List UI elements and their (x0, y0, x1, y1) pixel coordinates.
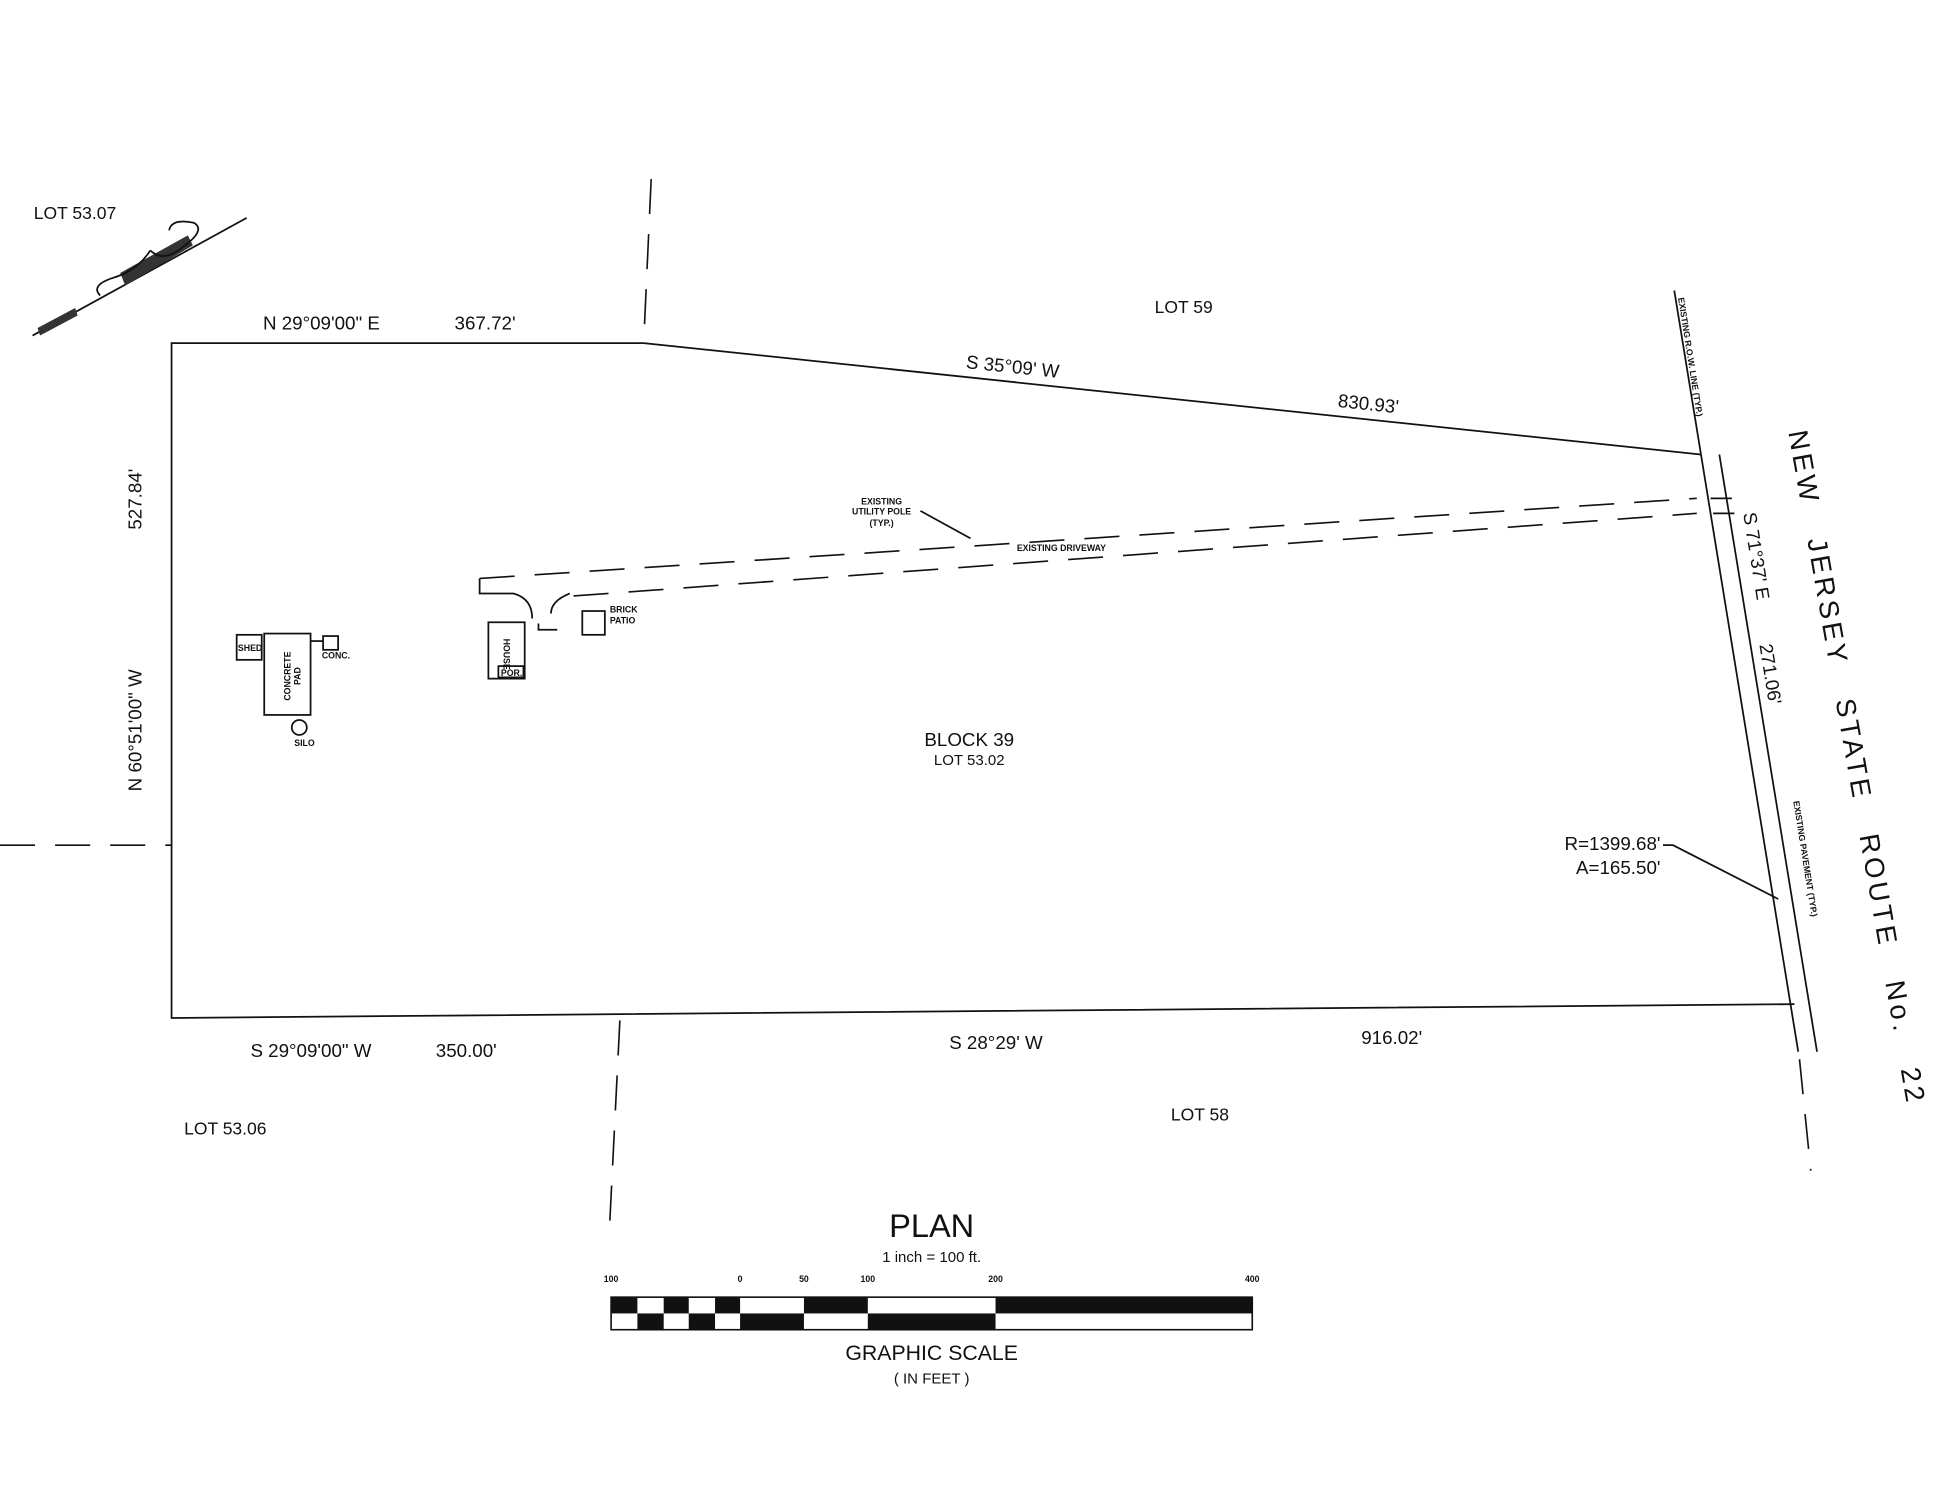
scale-tick-label: 50 (799, 1274, 809, 1284)
north-distance: 367.72' (455, 312, 516, 333)
row-line-label: EXISTING R.O.W. LINE (TYP.) (1676, 297, 1705, 418)
south-distance: 350.00' (436, 1040, 497, 1061)
lot-53-07-label: LOT 53.07 (34, 203, 116, 223)
driveway-edge-south (573, 512, 1697, 597)
curve-arc: A=165.50' (1576, 857, 1660, 878)
svg-text:POR.: POR. (501, 668, 522, 678)
ne-distance: 830.93' (1337, 390, 1400, 417)
road-name: NEW JERSEY STATE ROUTE No. 22 (1782, 428, 1932, 1108)
plan-title: PLAN (889, 1208, 974, 1244)
west-bearing: N 60°51'00" W (125, 669, 146, 791)
pavement-line (1718, 454, 1818, 1052)
se-distance: 916.02' (1361, 1027, 1422, 1048)
house (487, 621, 526, 680)
property-boundary (170, 342, 1795, 1019)
east-bearing: S 71°37' E (1739, 511, 1774, 601)
west-distance: 527.84' (125, 469, 146, 530)
lot-53-06-label: LOT 53.06 (184, 1118, 266, 1138)
scale-tick-label: 400 (1245, 1274, 1260, 1284)
scale-tick-label: 100 (604, 1274, 619, 1284)
scale-text: 1 inch = 100 ft. (882, 1249, 981, 1266)
lot-59-label: LOT 59 (1155, 297, 1213, 317)
south-bearing: S 29°09'00" W (250, 1040, 371, 1061)
svg-text:CONCRETE: CONCRETE (283, 651, 293, 700)
row-line (1673, 290, 1800, 1052)
svg-text:SHED: SHED (238, 643, 262, 653)
curve-radius: R=1399.68' (1565, 833, 1661, 854)
scale-units: ( IN FEET ) (894, 1371, 970, 1388)
pavement-label: EXISTING PAVEMENT (TYP.) (1791, 800, 1819, 917)
row-line-continuation (1798, 1059, 1812, 1171)
ne-bearing: S 35°09' W (965, 351, 1060, 382)
boundary-ne (643, 342, 1701, 456)
north-bearing: N 29°09'00" E (263, 312, 380, 333)
svg-text:BRICK: BRICK (610, 604, 638, 614)
utility-pole-label: EXISTING (861, 497, 902, 507)
lot-line-south (609, 1020, 621, 1221)
svg-text:UTILITY POLE: UTILITY POLE (852, 507, 911, 517)
lot-58-label: LOT 58 (1171, 1105, 1229, 1125)
lot-line-north (642, 179, 652, 344)
svg-text:PATIO: PATIO (610, 616, 636, 626)
svg-text:CONC.: CONC. (322, 651, 350, 661)
svg-text:HOUSE: HOUSE (501, 639, 511, 670)
shed (235, 633, 263, 661)
concrete-pad (263, 632, 312, 716)
scale-tick-label: 0 (738, 1274, 743, 1284)
north-arrow-icon (32, 217, 248, 337)
silo (290, 719, 308, 736)
porch (497, 665, 525, 679)
block-label: BLOCK 39 (924, 729, 1014, 750)
graphic-scale-bar (610, 1296, 1254, 1331)
svg-text:SILO: SILO (294, 738, 315, 748)
graphic-scale-title: GRAPHIC SCALE (845, 1341, 1018, 1365)
se-bearing: S 28°29' W (949, 1032, 1043, 1053)
driveway-label: EXISTING DRIVEWAY (1017, 543, 1106, 553)
svg-text:PAD: PAD (293, 667, 303, 685)
subject-lot-label: LOT 53.02 (934, 752, 1005, 769)
scale-tick-label: 200 (988, 1274, 1003, 1284)
scale-tick-label: 100 (861, 1274, 876, 1284)
driveway-edge-north (479, 497, 1697, 580)
east-distance: 271.06' (1755, 642, 1785, 706)
svg-text:(TYP.): (TYP.) (870, 518, 894, 528)
brick-patio (581, 610, 606, 636)
